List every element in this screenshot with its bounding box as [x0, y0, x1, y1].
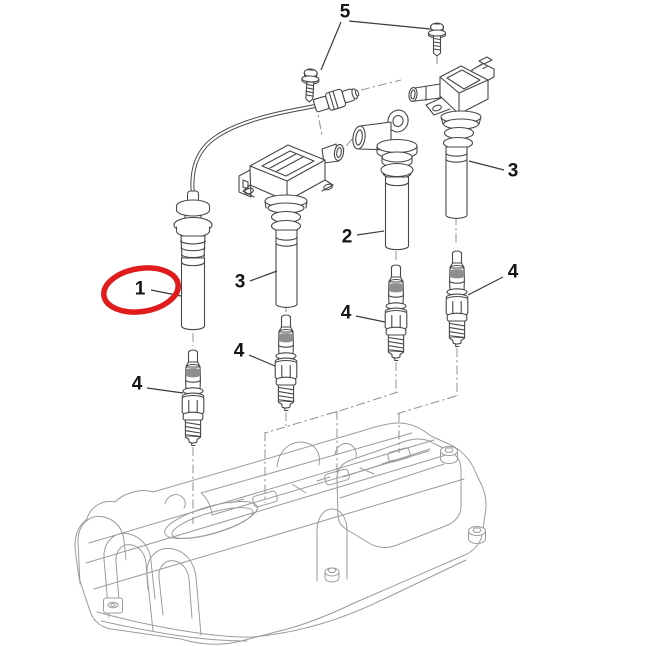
- bolt-boss: [103, 597, 123, 614]
- bolt-right-drawing: [427, 22, 447, 57]
- callout-4-b: 4: [233, 340, 245, 362]
- callout-1: 1: [134, 278, 146, 300]
- spark-plug-wire-drawing: [173, 88, 360, 331]
- callout-4-d: 4: [507, 261, 519, 283]
- red-highlight-ellipse: [101, 265, 181, 315]
- callout-4-a: 4: [131, 373, 143, 395]
- ignition-coil-left-drawing: [238, 143, 345, 308]
- callout-3-left: 3: [234, 271, 246, 293]
- channel-openings: [229, 447, 411, 508]
- wire-connector: [313, 88, 360, 113]
- spark-plug-4-drawing: [445, 250, 469, 348]
- callout-3-right: 3: [507, 160, 519, 182]
- leader-lines: [146, 20, 505, 394]
- callout-5: 5: [339, 1, 351, 23]
- bolt-boss: [468, 526, 486, 544]
- bolt-left-drawing: [300, 68, 320, 103]
- valve-cover-drawing: [74, 422, 487, 645]
- callout-2: 2: [341, 226, 353, 248]
- spark-plug-1-drawing: [181, 349, 205, 447]
- ignition-coil-right-drawing: [408, 56, 495, 219]
- wire-boot: [173, 190, 213, 331]
- bolt-boss: [440, 446, 458, 464]
- spark-plug-3-drawing: [384, 264, 408, 362]
- bolt-tower: [316, 508, 348, 582]
- spark-plug-2-drawing: [274, 314, 298, 412]
- extension-boot-drawing: [352, 109, 418, 251]
- callout-4-c: 4: [340, 302, 352, 324]
